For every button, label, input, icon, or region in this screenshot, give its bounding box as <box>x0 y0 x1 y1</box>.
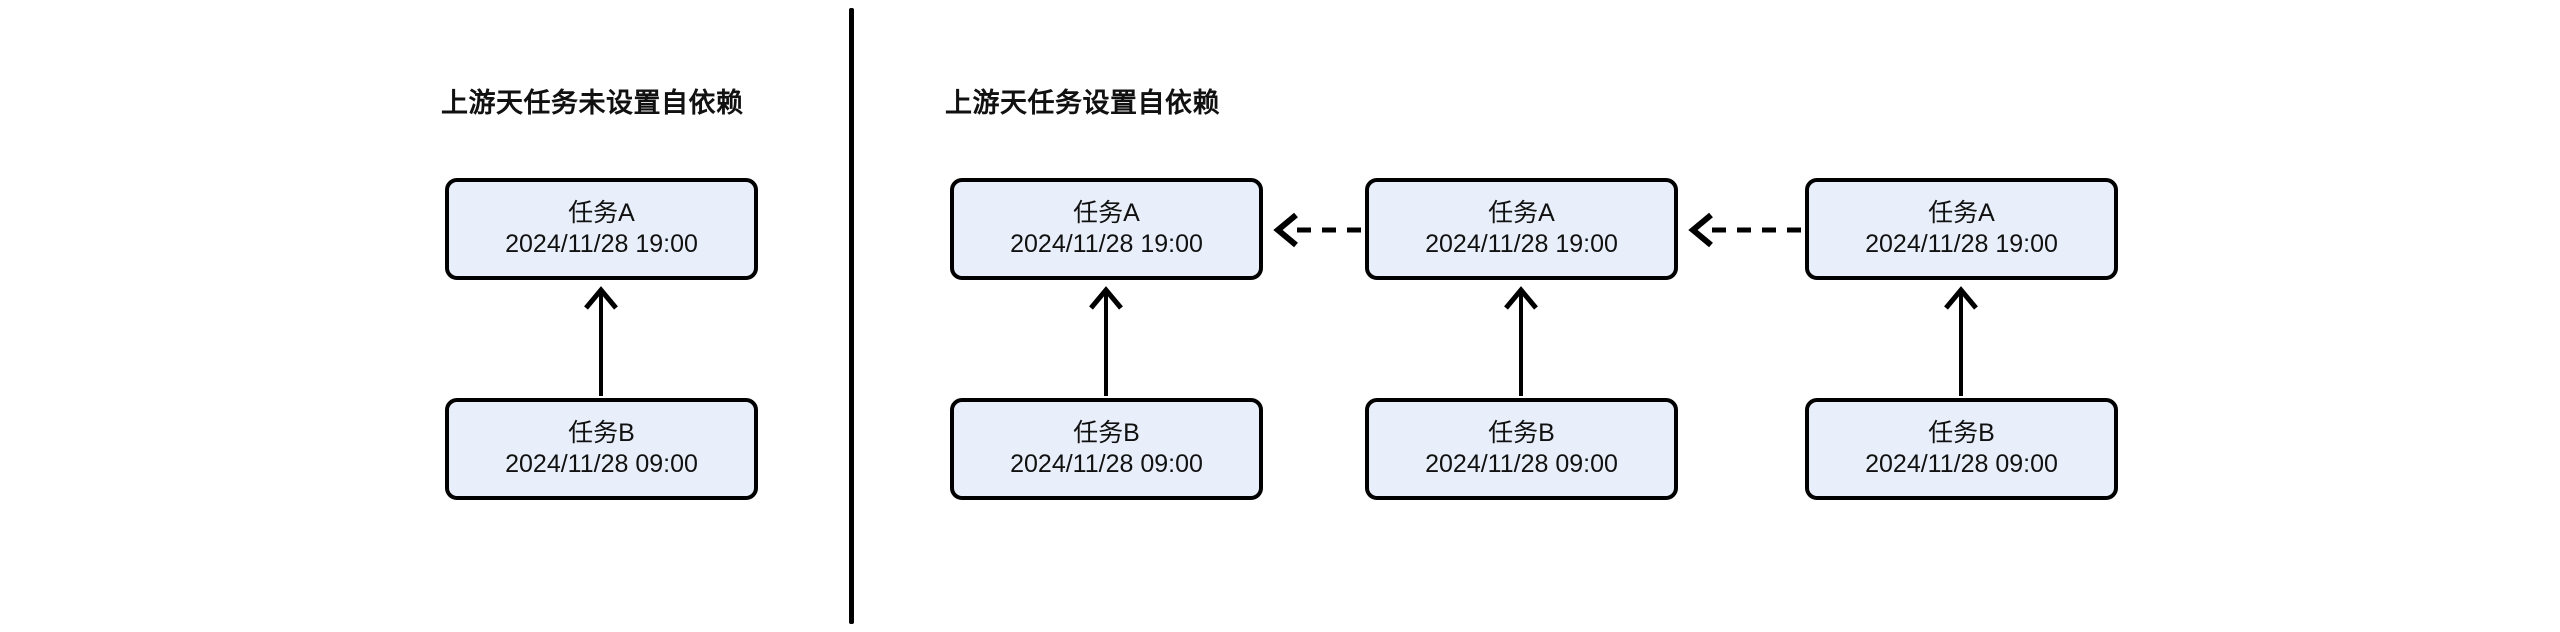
task-node-downstream-right-1[interactable]: 任务B 2024/11/28 09:00 <box>1365 398 1678 500</box>
task-node-name: 任务B <box>1488 419 1555 447</box>
panel-title-left: 上游天任务未设置自依赖 <box>441 88 744 118</box>
solid-up-arrow-icon <box>1089 286 1123 396</box>
panel-divider <box>849 8 854 624</box>
task-node-upstream-right-2[interactable]: 任务A 2024/11/28 19:00 <box>1805 178 2118 280</box>
task-node-upstream-left-0[interactable]: 任务A 2024/11/28 19:00 <box>445 178 758 280</box>
task-node-downstream-right-2[interactable]: 任务B 2024/11/28 09:00 <box>1805 398 2118 500</box>
panel-title-right: 上游天任务设置自依赖 <box>945 88 1220 118</box>
task-node-time: 2024/11/28 09:00 <box>1010 450 1203 478</box>
task-node-time: 2024/11/28 19:00 <box>1865 230 2058 258</box>
task-node-downstream-left-0[interactable]: 任务B 2024/11/28 09:00 <box>445 398 758 500</box>
task-node-name: 任务A <box>1928 199 1995 227</box>
solid-up-arrow-icon <box>584 286 618 396</box>
task-node-name: 任务A <box>1488 199 1555 227</box>
task-node-time: 2024/11/28 09:00 <box>1425 450 1618 478</box>
task-node-name: 任务B <box>1073 419 1140 447</box>
solid-up-arrow-icon <box>1944 286 1978 396</box>
task-node-name: 任务A <box>1073 199 1140 227</box>
task-node-name: 任务B <box>1928 419 1995 447</box>
task-node-upstream-right-1[interactable]: 任务A 2024/11/28 19:00 <box>1365 178 1678 280</box>
task-node-time: 2024/11/28 19:00 <box>1010 230 1203 258</box>
task-node-time: 2024/11/28 09:00 <box>505 450 698 478</box>
task-node-name: 任务B <box>568 419 635 447</box>
task-node-time: 2024/11/28 09:00 <box>1865 450 2058 478</box>
dashed-left-arrow-icon <box>1273 212 1361 248</box>
task-node-downstream-right-0[interactable]: 任务B 2024/11/28 09:00 <box>950 398 1263 500</box>
solid-up-arrow-icon <box>1504 286 1538 396</box>
task-node-time: 2024/11/28 19:00 <box>505 230 698 258</box>
task-node-time: 2024/11/28 19:00 <box>1425 230 1618 258</box>
task-node-name: 任务A <box>568 199 635 227</box>
dashed-left-arrow-icon <box>1688 212 1801 248</box>
task-node-upstream-right-0[interactable]: 任务A 2024/11/28 19:00 <box>950 178 1263 280</box>
